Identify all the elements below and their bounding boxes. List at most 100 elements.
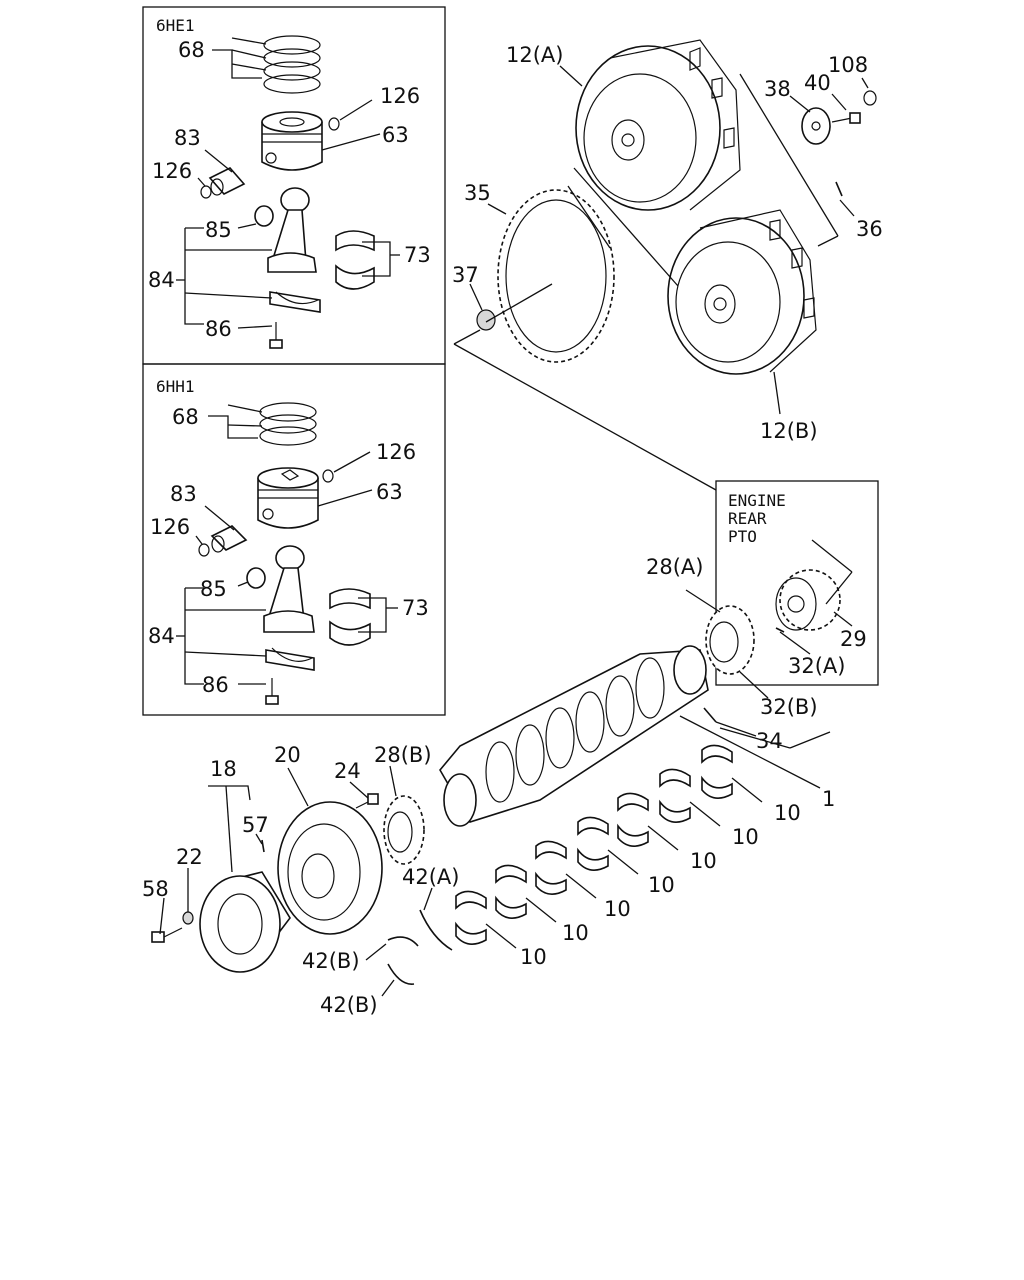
leader-lines (159, 37, 869, 997)
crank-gear-28b (383, 795, 425, 865)
piston-rings-6he1 (263, 35, 321, 94)
bearing-shells-6hh1 (329, 588, 371, 646)
callout-73-b: 73 (402, 596, 429, 620)
snap-ring-126-d (198, 543, 210, 557)
callout-126-d: 126 (150, 515, 190, 539)
callout-32a: 32(A) (788, 654, 845, 678)
snap-ring-126-c (322, 469, 334, 483)
pilot-bearing-37 (476, 309, 496, 331)
flywheel-12b (667, 209, 817, 375)
crank-gear-28a (705, 605, 755, 675)
callouts: 68 126 63 83 126 85 84 73 86 68 126 63 8… (142, 38, 883, 1017)
dowel-pin-36 (835, 181, 843, 197)
ring-gear-35 (497, 189, 615, 363)
callout-32b: 32(B) (760, 695, 818, 719)
callout-10-c: 10 (604, 897, 631, 921)
callout-85-a: 85 (205, 218, 232, 242)
callout-22: 22 (176, 845, 203, 869)
pto-title-line2: REAR (728, 509, 767, 528)
rod-cap-6he1 (269, 291, 321, 313)
connecting-rod-6hh1 (246, 545, 315, 633)
callout-10-a: 10 (520, 945, 547, 969)
box-title-6he1: 6HE1 (156, 16, 195, 35)
callout-68-b: 68 (172, 405, 199, 429)
bolt-40 (831, 112, 861, 124)
rod-bolt-6hh1 (265, 678, 279, 705)
piston-6hh1 (257, 467, 319, 529)
pto-title-line3: PTO (728, 527, 757, 546)
callout-63-b: 63 (376, 480, 403, 504)
callout-58: 58 (142, 877, 169, 901)
connecting-rod-6he1 (254, 187, 317, 273)
callout-35: 35 (464, 181, 491, 205)
thrust-washer-42b-lower (387, 963, 415, 985)
callout-24: 24 (334, 759, 361, 783)
piston-pin-6hh1 (210, 525, 248, 553)
callout-42b-upper: 42(B) (302, 949, 360, 973)
main-bearings-10 (455, 744, 733, 945)
key-32a (775, 627, 785, 633)
callout-83-b: 83 (170, 482, 197, 506)
plate-38 (801, 107, 831, 145)
pin-34 (703, 707, 717, 723)
callout-12b: 12(B) (760, 419, 818, 443)
pto-gear-29 (775, 569, 841, 631)
box-engine-rear-pto (715, 480, 879, 686)
callout-86-a: 86 (205, 317, 232, 341)
callout-10-f: 10 (732, 825, 759, 849)
callout-40: 40 (804, 71, 831, 95)
callout-10-b: 10 (562, 921, 589, 945)
callout-126-c: 126 (376, 440, 416, 464)
callout-57: 57 (242, 813, 269, 837)
bolt-24 (355, 793, 379, 809)
piston-pin-6he1 (208, 167, 246, 196)
callout-1: 1 (822, 787, 835, 811)
callout-73-a: 73 (404, 243, 431, 267)
rod-bolt-6he1 (269, 322, 283, 349)
callout-38: 38 (764, 77, 791, 101)
callout-36: 36 (856, 217, 883, 241)
callout-18: 18 (210, 757, 237, 781)
piston-6he1 (261, 111, 323, 171)
washer-22 (182, 911, 194, 925)
snap-ring-126-b (200, 185, 212, 199)
callout-20: 20 (274, 743, 301, 767)
box-title-6hh1: 6HH1 (156, 377, 195, 396)
callout-84-b: 84 (148, 624, 175, 648)
callout-10-d: 10 (648, 873, 675, 897)
callout-63-a: 63 (382, 123, 409, 147)
thrust-washer-42a (419, 909, 453, 951)
crankshaft (439, 645, 709, 827)
callout-10-g: 10 (774, 801, 801, 825)
pin-57 (261, 839, 265, 853)
damper-18 (199, 871, 291, 973)
piston-rings-6hh1 (259, 402, 317, 446)
snap-ring-126-a (328, 117, 340, 131)
callout-83-a: 83 (174, 126, 201, 150)
callout-68-a: 68 (178, 38, 205, 62)
callout-85-b: 85 (200, 577, 227, 601)
callout-34: 34 (756, 729, 783, 753)
callout-29: 29 (840, 627, 867, 651)
callout-12a: 12(A) (506, 43, 563, 67)
rod-cap-6hh1 (265, 647, 315, 671)
washer-108 (863, 90, 877, 106)
callout-126-b: 126 (152, 159, 192, 183)
callout-10-e: 10 (690, 849, 717, 873)
bearing-shells-6he1 (335, 230, 375, 290)
callout-108: 108 (828, 53, 868, 77)
thrust-washer-42b-upper (387, 936, 419, 947)
callout-28a: 28(A) (646, 555, 703, 579)
flywheel-12a (575, 39, 741, 211)
callout-37: 37 (452, 263, 479, 287)
callout-42b-lower: 42(B) (320, 993, 378, 1017)
callout-86-b: 86 (202, 673, 229, 697)
callout-126-a: 126 (380, 84, 420, 108)
bolt-58 (151, 927, 183, 943)
callout-84-a: 84 (148, 268, 175, 292)
crank-pulley-20 (277, 801, 383, 935)
callout-28b: 28(B) (374, 743, 432, 767)
pto-title-line1: ENGINE (728, 491, 786, 510)
